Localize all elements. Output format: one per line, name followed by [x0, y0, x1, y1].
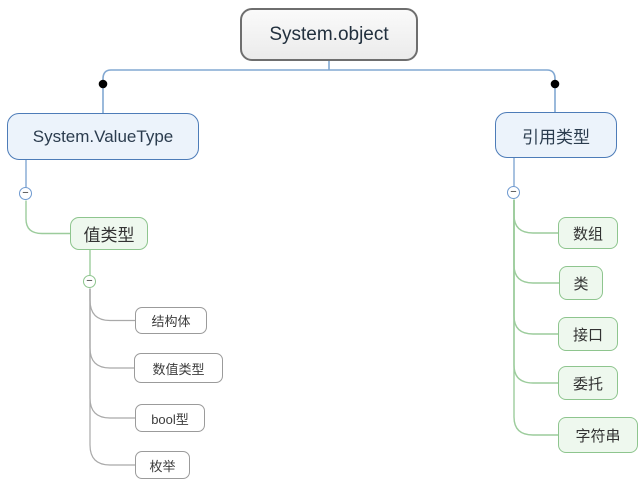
connector-to-value-child [25, 200, 70, 235]
branch-dot-right [550, 79, 560, 89]
collapse-toggle-valuetype-icon[interactable]: − [19, 187, 32, 200]
collapse-toggle-reference-icon[interactable]: − [507, 186, 520, 199]
connector-leaf-delegate [513, 199, 558, 384]
connector-leaf-class [513, 199, 559, 284]
connector-top-rail [102, 69, 556, 113]
connector-leaf-interface [513, 199, 558, 335]
node-system-valuetype[interactable]: System.ValueType [7, 113, 199, 160]
connector-leaf-enum [89, 288, 135, 466]
node-enum[interactable]: 枚举 [135, 451, 190, 479]
node-struct[interactable]: 结构体 [135, 307, 207, 334]
connector-leaf-array [513, 199, 558, 234]
collapse-toggle-value-child-icon[interactable]: − [83, 275, 96, 288]
node-delegate[interactable]: 委托 [558, 366, 618, 400]
node-value-type-cn[interactable]: 值类型 [70, 217, 148, 250]
node-system-object[interactable]: System.object [240, 8, 418, 61]
connector-leaf-string [513, 199, 558, 436]
branch-dot-left [98, 79, 108, 89]
node-numeric-type[interactable]: 数值类型 [134, 353, 223, 383]
node-interface[interactable]: 接口 [558, 317, 618, 351]
connector-leaf-bool [89, 288, 135, 419]
node-array[interactable]: 数组 [558, 217, 618, 249]
node-reference-type[interactable]: 引用类型 [495, 112, 617, 158]
node-class[interactable]: 类 [559, 266, 603, 300]
node-string[interactable]: 字符串 [558, 417, 638, 453]
connector-leaf-numeric [89, 288, 134, 369]
node-bool-type[interactable]: bool型 [135, 404, 205, 432]
connector-leaf-struct [89, 288, 135, 322]
